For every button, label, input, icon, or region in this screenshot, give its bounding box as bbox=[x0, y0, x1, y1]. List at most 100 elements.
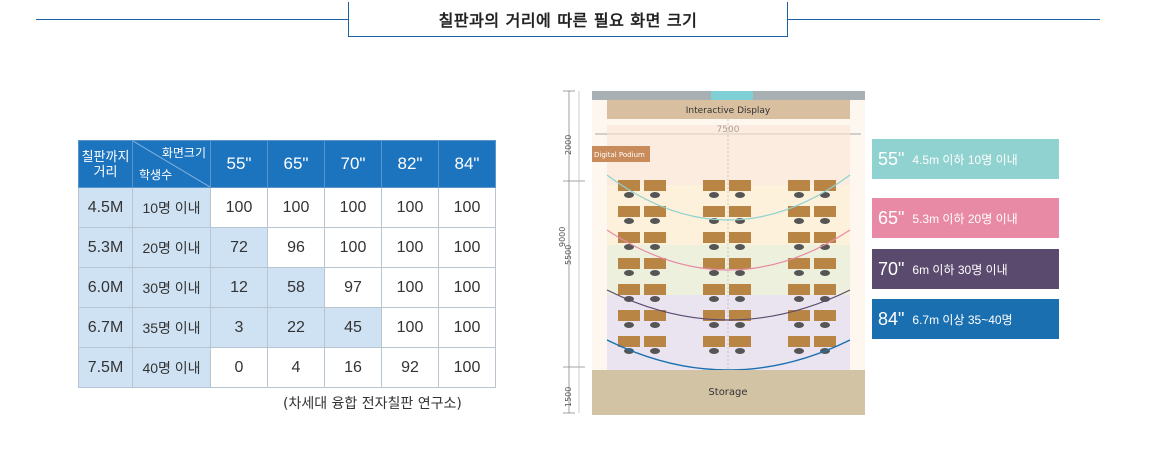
chair bbox=[735, 244, 745, 250]
desk bbox=[618, 258, 640, 269]
arc-84 bbox=[606, 339, 851, 371]
desk bbox=[788, 206, 810, 217]
desk bbox=[703, 336, 725, 347]
chair bbox=[624, 244, 634, 250]
value-cell: 4 bbox=[267, 347, 325, 388]
legend-badge: 65"5.3m 이하 20명 이내 bbox=[872, 198, 1059, 238]
chair bbox=[735, 348, 745, 354]
value-cell: 45 bbox=[324, 307, 382, 348]
desk bbox=[788, 258, 810, 269]
arc-70 bbox=[606, 289, 851, 321]
header-screen-students: 화면크기 학생수 bbox=[132, 140, 211, 188]
chair bbox=[624, 218, 634, 224]
legend-badge: 55"4.5m 이하 10명 이내 bbox=[872, 139, 1059, 179]
chair bbox=[794, 244, 804, 250]
chair bbox=[735, 192, 745, 198]
desk bbox=[814, 232, 836, 243]
header-size: 55" bbox=[210, 140, 268, 188]
chair bbox=[709, 322, 719, 328]
chair bbox=[735, 296, 745, 302]
desk bbox=[644, 180, 666, 191]
chair bbox=[624, 270, 634, 276]
header-size: 65" bbox=[267, 140, 325, 188]
value-cell: 100 bbox=[381, 227, 439, 268]
desk bbox=[788, 180, 810, 191]
chair bbox=[650, 192, 660, 198]
desk bbox=[729, 310, 751, 321]
header-size: 82" bbox=[381, 140, 439, 188]
storage-label: Storage bbox=[708, 387, 747, 398]
chair bbox=[650, 244, 660, 250]
desk bbox=[703, 232, 725, 243]
chair bbox=[735, 270, 745, 276]
desk bbox=[729, 258, 751, 269]
students-cell: 30명 이내 bbox=[132, 267, 211, 308]
desk bbox=[814, 336, 836, 347]
arc-55 bbox=[606, 174, 851, 221]
interactive-display bbox=[607, 100, 850, 119]
distance-table: 칠판까지 거리 화면크기 학생수 55" 65" 70" 82" 84" 4.5… bbox=[78, 140, 496, 388]
value-cell: 3 bbox=[210, 307, 268, 348]
chair bbox=[709, 296, 719, 302]
value-cell: 22 bbox=[267, 307, 325, 348]
students-cell: 40명 이내 bbox=[132, 347, 211, 388]
desk bbox=[618, 284, 640, 295]
value-cell: 0 bbox=[210, 347, 268, 388]
desk bbox=[788, 310, 810, 321]
desk bbox=[814, 258, 836, 269]
title-rule-left bbox=[36, 19, 348, 20]
value-cell: 100 bbox=[324, 227, 382, 268]
distance-cell: 6.7M bbox=[78, 307, 133, 348]
diagonal-divider bbox=[133, 141, 210, 187]
desk bbox=[703, 310, 725, 321]
value-cell: 100 bbox=[438, 187, 496, 228]
value-cell: 100 bbox=[267, 187, 325, 228]
legend-label: 5.3m 이하 20명 이내 bbox=[912, 211, 1018, 226]
chair bbox=[709, 244, 719, 250]
desk bbox=[729, 232, 751, 243]
chair bbox=[650, 348, 660, 354]
value-cell: 100 bbox=[210, 187, 268, 228]
legend-label: 6m 이하 30명 이내 bbox=[912, 262, 1008, 277]
desk bbox=[729, 180, 751, 191]
dim-back: 1500 bbox=[564, 387, 573, 407]
chair bbox=[820, 270, 830, 276]
desk bbox=[703, 258, 725, 269]
desk bbox=[618, 232, 640, 243]
desk bbox=[788, 284, 810, 295]
chair bbox=[709, 348, 719, 354]
header-size: 84" bbox=[438, 140, 496, 188]
value-cell: 100 bbox=[381, 307, 439, 348]
classroom-layout-diagram: 9000 2000 5500 1500 Interactive Display … bbox=[558, 90, 865, 415]
podium-label: Digital Podium bbox=[594, 151, 645, 159]
desk bbox=[644, 284, 666, 295]
value-cell: 100 bbox=[438, 267, 496, 308]
chair bbox=[794, 348, 804, 354]
value-cell: 100 bbox=[381, 187, 439, 228]
distance-cell: 6.0M bbox=[78, 267, 133, 308]
page-title: 칠판과의 거리에 따른 필요 화면 크기 bbox=[348, 2, 788, 37]
desk bbox=[644, 336, 666, 347]
chair bbox=[650, 322, 660, 328]
chair bbox=[794, 270, 804, 276]
desk bbox=[814, 206, 836, 217]
desk bbox=[703, 180, 725, 191]
desk bbox=[644, 258, 666, 269]
desk bbox=[618, 310, 640, 321]
desk bbox=[618, 206, 640, 217]
desk bbox=[644, 310, 666, 321]
chair bbox=[624, 192, 634, 198]
desk bbox=[618, 336, 640, 347]
chair bbox=[650, 296, 660, 302]
chair bbox=[794, 192, 804, 198]
value-cell: 100 bbox=[438, 227, 496, 268]
header-size: 70" bbox=[324, 140, 382, 188]
chair bbox=[624, 322, 634, 328]
value-cell: 100 bbox=[324, 187, 382, 228]
chair bbox=[650, 218, 660, 224]
value-cell: 72 bbox=[210, 227, 268, 268]
value-cell: 92 bbox=[381, 347, 439, 388]
